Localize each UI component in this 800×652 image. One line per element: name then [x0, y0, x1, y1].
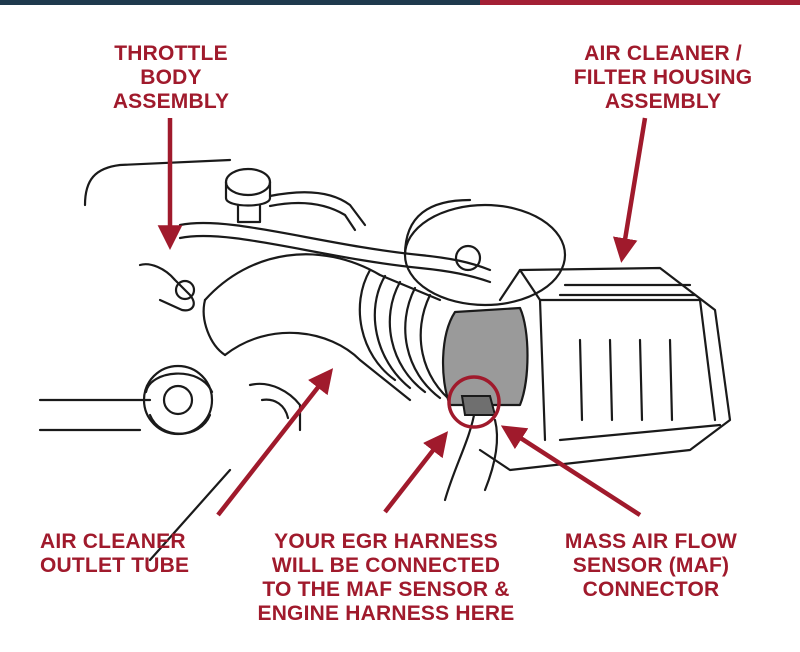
box-rib-3 [578, 338, 584, 422]
label-line: YOUR EGR HARNESS [274, 530, 498, 553]
tube-rib-5 [419, 293, 457, 406]
label-line: THROTTLE [114, 42, 228, 65]
frame-line-bottom [148, 468, 232, 562]
label-line: BODY [140, 66, 202, 89]
label-egr-harness: YOUR EGR HARNESS WILL BE CONNECTED TO TH… [236, 530, 536, 626]
upper-hose [178, 221, 492, 272]
tube-rib-1 [358, 268, 397, 382]
breather-cap [224, 167, 272, 197]
label-line: FILTER HOUSING [573, 66, 753, 89]
maf-connector-highlight [447, 375, 501, 429]
throttle-linkage [138, 263, 195, 312]
label-line: WILL BE CONNECTED [271, 554, 501, 577]
vacuum-hose [268, 191, 367, 227]
label-line: AIR CLEANER / [584, 42, 742, 65]
label-line: MASS AIR FLOW [564, 530, 738, 553]
box-rib-4 [608, 338, 614, 422]
maf-sensor-body [442, 306, 529, 407]
label-line: ASSEMBLY [604, 90, 722, 113]
harness-wire [443, 408, 477, 502]
box-rib-5 [638, 338, 644, 422]
pulley-inner [162, 384, 194, 416]
top-accent-bar-right [480, 0, 800, 5]
label-line: AIR CLEANER [40, 530, 186, 553]
arrow-outlet-tube [216, 368, 334, 517]
arrow-egr [383, 431, 449, 514]
label-line: ASSEMBLY [112, 90, 230, 113]
label-line: TO THE MAF SENSOR & [262, 578, 510, 601]
air-cleaner-box [478, 266, 732, 472]
arrow-air-cleaner [612, 117, 648, 263]
outlet-tube-bottom [223, 331, 412, 402]
outlet-tube-top [203, 253, 442, 302]
label-line: ENGINE HARNESS HERE [257, 602, 515, 625]
label-air-cleaner-housing: AIR CLEANER / FILTER HOUSING ASSEMBLY [548, 42, 778, 114]
top-accent-bar-left [0, 0, 480, 5]
label-throttle-body: THROTTLE BODY ASSEMBLY [86, 42, 256, 114]
frame-line-top [83, 158, 232, 207]
tube-rib-4 [404, 286, 442, 400]
tube-rib-2 [373, 274, 412, 390]
label-line: OUTLET TUBE [40, 554, 190, 577]
label-line: CONNECTOR [582, 578, 720, 601]
label-line: SENSOR (MAF) [572, 554, 730, 577]
box-rib-6 [668, 338, 674, 422]
tube-rib-3 [388, 280, 427, 394]
arrow-maf [500, 425, 642, 517]
label-outlet-tube: AIR CLEANER OUTLET TUBE [40, 530, 210, 578]
label-maf-connector: MASS AIR FLOW SENSOR (MAF) CONNECTOR [546, 530, 756, 602]
